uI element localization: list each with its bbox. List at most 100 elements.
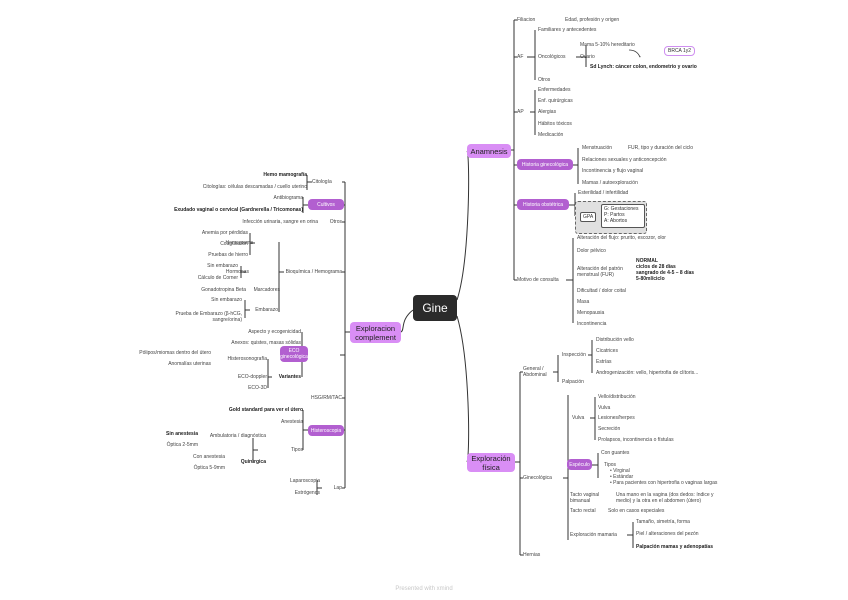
node-vulva-item[interactable]: Prolapsos, incontinencia o fístulas [598, 437, 674, 443]
node-tacto-detail[interactable]: Una mano en la vagina (dos dedos: índice… [616, 492, 714, 504]
node-historia-ginecologica[interactable]: Historia ginecológica [517, 159, 573, 170]
node-embarazo-item[interactable]: Prueba de Embarazo (β-hCG, sangre/orina) [175, 311, 242, 323]
branch-exploracion-complement[interactable]: Exploracion complement [350, 322, 401, 343]
node-lap-item[interactable]: Laparoscopia [289, 478, 320, 484]
central-topic[interactable]: Gine [413, 295, 457, 321]
node-quirurgica-item[interactable]: Con anestesia [193, 454, 225, 460]
node-histerosonografia-item[interactable]: Anomalías uterinas [168, 361, 211, 367]
node-ap-item[interactable]: Medicación [538, 132, 564, 138]
node-histeroscopia-item[interactable]: Anestesia [281, 419, 303, 425]
node-citologia[interactable]: Citología [312, 179, 332, 185]
node-hemograma-item[interactable]: Pruebas de hierro [208, 252, 248, 258]
node-variante[interactable]: Histerosonografía [227, 356, 267, 362]
node-inspeccion-item[interactable]: Androgenización: vello, hipertrofia de c… [596, 370, 699, 376]
node-mamas-item[interactable]: Tamaño, simetría, forma [636, 519, 690, 525]
node-esterilidad[interactable]: Esterilidad / infertilidad [578, 190, 629, 196]
node-citologia-item[interactable]: Hemo mamografía [263, 172, 307, 178]
node-hsg[interactable]: HSG/RM/TAC [310, 395, 342, 401]
node-inspeccion-item[interactable]: Cicatrices [596, 348, 618, 354]
node-especulo-item[interactable]: Tipos [604, 462, 617, 468]
node-tacto-bimanual[interactable]: Tacto vaginal bimanual [570, 492, 600, 504]
node-citologia-item[interactable]: Citologías: células descamadas / cuello … [202, 184, 307, 190]
node-embarazo[interactable]: Embarazo [255, 307, 278, 313]
gpa-item[interactable]: G: Gestaciones [604, 206, 639, 212]
node-quirurgica-item[interactable]: Óptica 5-9mm [193, 465, 225, 471]
node-filiacion-detail[interactable]: Edad, profesión y origen [565, 17, 620, 23]
node-gineco-item[interactable]: Mamas / autoexploración [582, 180, 638, 186]
node-ambulatoria-item[interactable]: Sin anestesia [166, 431, 198, 437]
node-ap-item[interactable]: Alergias [538, 109, 557, 115]
node-gpa[interactable]: GPA [580, 212, 597, 222]
node-general-abdominal[interactable]: General / Abdominal [523, 366, 547, 378]
node-oncologico[interactable]: Sd Lynch: cáncer colon, endometrio y ova… [590, 64, 697, 70]
node-motivo-item[interactable]: Alteración del flujo: prurito, escozor, … [577, 235, 666, 241]
node-otros[interactable]: Otros [329, 219, 342, 225]
node-oncologico[interactable]: Ovario [580, 54, 595, 60]
node-motivo-consulta[interactable]: Motivo de consulta [517, 277, 559, 283]
node-inspeccion-item[interactable]: Distribución vello [596, 337, 634, 343]
node-cultivos-item[interactable]: Exudado vaginal o cervical (Gardnerella … [174, 207, 303, 213]
node-hernias[interactable]: Hernias [523, 552, 541, 558]
node-vulva[interactable]: Vulva [572, 415, 585, 421]
node-cultivos[interactable]: Cultivos [308, 199, 344, 210]
branch-anamnesis[interactable]: Anamnesis [467, 144, 511, 158]
node-hemograma-item[interactable]: Anemia por pérdidas [201, 230, 248, 236]
node-inspeccion-item[interactable]: Estrías [596, 359, 612, 365]
node-ap-item[interactable]: Hábitos tóxicos [538, 121, 572, 127]
node-eco-item[interactable]: Aspecto y ecogenicidad [248, 329, 301, 335]
node-oncologico[interactable]: Mama 5-10% hereditario [580, 42, 635, 48]
node-hemograma[interactable]: Hemograma [225, 240, 253, 246]
node-inspeccion[interactable]: Inspección [562, 352, 586, 358]
node-tipo[interactable]: Quirúrgica [240, 459, 266, 465]
node-eco[interactable]: ECO ginecológica [280, 346, 308, 362]
node-motivo-item[interactable]: Masa [577, 299, 590, 305]
node-vulva-item[interactable]: Vulva [598, 405, 611, 411]
gpa-item[interactable]: P: Partos [604, 212, 625, 218]
node-histeroscopia-item[interactable]: Gold standard para ver el útero [228, 407, 303, 413]
node-tipo[interactable]: Ambulatoria / diagnóstica [209, 433, 266, 439]
gpa-item[interactable]: A: Abortos [604, 218, 628, 224]
node-vulva-item[interactable]: Vello/distribución [598, 394, 636, 400]
node-lap-item[interactable]: Estrógenos [294, 490, 320, 496]
node-ap-item[interactable]: Enf. quirúrgicas [538, 98, 573, 104]
node-brca[interactable]: BRCA 1y2 [664, 46, 696, 56]
node-historia-obstetrica[interactable]: Historia obstétrica [517, 199, 569, 210]
node-filiacion[interactable]: Filiacion [517, 17, 536, 23]
node-variante[interactable]: ECO-doppler [237, 374, 267, 380]
node-mamas-item[interactable]: Piel / alteraciones del pezón [636, 531, 699, 537]
node-hormonas-item[interactable]: Sin embarazo [207, 263, 238, 269]
branch-exploracion-fisica[interactable]: Exploración física [467, 453, 515, 472]
node-hormonas[interactable]: Hormonas [225, 269, 249, 275]
node-bioquimica[interactable]: Bioquímica / Hemograma [285, 269, 342, 275]
node-exploracion-mamaria[interactable]: Exploración mamaria [570, 532, 617, 538]
node-histeroscopia[interactable]: Histeroscopia [308, 425, 344, 436]
node-motivo-item[interactable]: Alteración del patrón menstrual (FUR) [577, 266, 623, 278]
node-histeroscopia-tipos[interactable]: Tipos [290, 447, 303, 453]
node-motivo-item[interactable]: Menopausia [577, 310, 605, 316]
node-vulva-item[interactable]: Lesiones/herpes [598, 415, 635, 421]
node-histerosonografia-item[interactable]: Pólipos/miomas dentro del útero [139, 350, 211, 356]
node-variante[interactable]: ECO-3D [248, 385, 267, 391]
node-menstruacion-detail[interactable]: FUR, tipo y duración del ciclo [628, 145, 694, 151]
node-gineco-item[interactable]: Incontinencia y flujo vaginal [582, 168, 644, 174]
node-af-item[interactable]: Familiares y antecedentes [538, 27, 597, 33]
node-motivo-item[interactable]: Dolor pélvico [577, 248, 606, 254]
node-motivo-item[interactable]: Incontinencia [577, 321, 607, 327]
node-marcadores-item[interactable]: Gonadotropina Beta [201, 287, 246, 293]
node-gineco-item[interactable]: Relaciones sexuales y anticoncepción [582, 157, 667, 163]
node-af[interactable]: AF [517, 54, 524, 60]
node-palpacion[interactable]: Palpación [562, 379, 584, 385]
node-eco-item[interactable]: Anexos: quistes, masas sólidas [231, 340, 301, 346]
node-especulo[interactable]: Espéculo [567, 459, 592, 470]
node-hormonas-item[interactable]: Cálculo de Corner [197, 275, 238, 281]
node-especulo-item[interactable]: Con guantes [601, 450, 630, 456]
node-embarazo-item[interactable]: Sin embarazo [211, 297, 242, 303]
node-ap-item[interactable]: Enfermedades [538, 87, 571, 93]
node-tacto-rectal-detail[interactable]: Solo en casos especiales [608, 508, 665, 514]
node-otros-detail[interactable]: Infección urinaria, sangre en orina [242, 219, 318, 225]
node-hemograma-item[interactable]: Coagulación [220, 241, 248, 247]
node-gineco-item[interactable]: Menstruación [582, 145, 613, 151]
node-mamas-item[interactable]: Palpación mamas y adenopatías [636, 544, 713, 550]
node-vulva-item[interactable]: Secreción [598, 426, 621, 432]
node-lap[interactable]: Lap [333, 485, 342, 491]
